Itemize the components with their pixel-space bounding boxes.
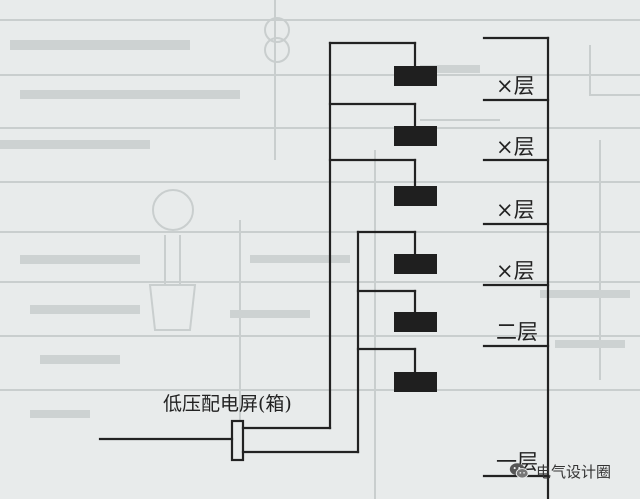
distribution-box-2 — [394, 126, 437, 146]
distribution-box-5 — [394, 312, 437, 332]
floor-label-5: 二层 — [496, 320, 538, 344]
floor-label-4: ×层 — [496, 259, 535, 283]
floor-label-2: ×层 — [496, 135, 535, 159]
floor-label-3: ×层 — [496, 198, 535, 222]
distribution-box-6 — [394, 372, 437, 392]
floor-label-1: ×层 — [496, 74, 535, 98]
distribution-box-1 — [394, 66, 437, 86]
watermark-text: 电气设计圈 — [536, 462, 612, 481]
wechat-icon — [509, 463, 529, 479]
distribution-box-3 — [394, 186, 437, 206]
watermark: 电气设计圈 — [508, 455, 636, 487]
distribution-box-4 — [394, 254, 437, 274]
panel-label: 低压配电屏(箱) — [163, 393, 292, 415]
panel-symbol — [230, 419, 245, 462]
